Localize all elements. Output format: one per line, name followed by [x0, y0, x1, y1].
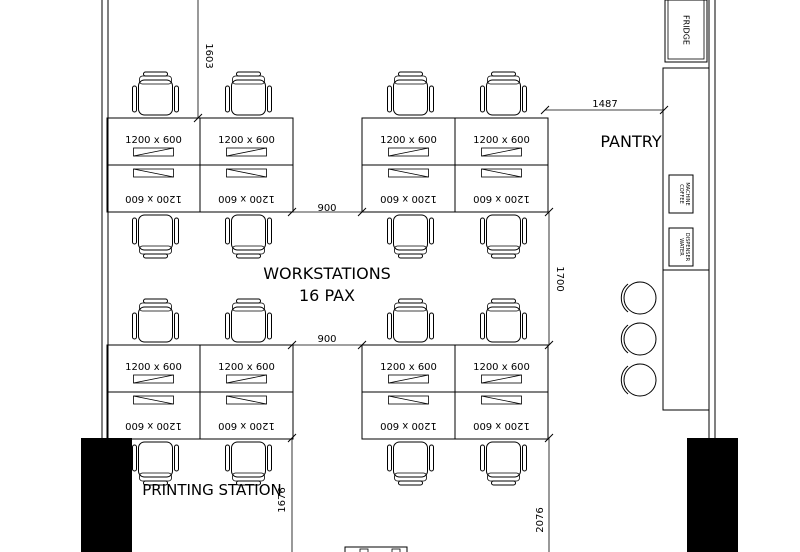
desk-size-label: 1200 x 600 — [380, 420, 437, 431]
column-left — [81, 438, 132, 552]
desk: 1200 x 600 — [454, 117, 549, 166]
workstation-desks: 1200 x 600 1200 x 600 1200 x 600 1200 x 600… — [106, 117, 549, 440]
office-chair — [387, 71, 434, 116]
desk-size-label: 1200 x 600 — [218, 420, 275, 431]
office-chair — [132, 71, 179, 116]
desk: 1200 x 600 — [199, 391, 294, 440]
office-chair — [225, 298, 272, 343]
desk: 1200 x 600 — [454, 391, 549, 440]
office-chair — [387, 441, 434, 486]
office-chair — [387, 214, 434, 259]
desk-size-label: 1200 x 600 — [380, 135, 437, 146]
office-chair — [480, 298, 527, 343]
office-chair — [132, 214, 179, 259]
coffee-machine-label-2: MACHINE — [684, 182, 690, 205]
dimension-900-top: 900 — [317, 203, 336, 214]
desk-size-label: 1200 x 600 — [125, 420, 182, 431]
printer — [344, 546, 408, 552]
office-chair — [225, 71, 272, 116]
dimension-1487: 1487 — [592, 99, 617, 110]
desk: 1200 x 600 — [106, 344, 201, 393]
desk: 1200 x 600 — [199, 164, 294, 213]
coffee-machine-label-1: COFFEE — [678, 184, 684, 204]
walls — [81, 0, 738, 552]
desk: 1200 x 600 — [199, 117, 294, 166]
dimension-1603: 1603 — [203, 43, 214, 68]
desk-size-label: 1200 x 600 — [473, 362, 530, 373]
desk: 1200 x 600 — [106, 117, 201, 166]
desk-size-label: 1200 x 600 — [380, 362, 437, 373]
office-chair — [480, 441, 527, 486]
workstations-label: WORKSTATIONS — [263, 264, 391, 283]
desk: 1200 x 600 — [454, 344, 549, 393]
office-chair — [387, 298, 434, 343]
desk: 1200 x 600 — [106, 391, 201, 440]
printing-station-label: PRINTING STATION — [142, 481, 282, 499]
pantry-label: PANTRY — [600, 132, 661, 151]
desk: 1200 x 600 — [361, 117, 456, 166]
office-chair — [225, 214, 272, 259]
desk-size-label: 1200 x 600 — [473, 193, 530, 204]
office-chair — [132, 441, 179, 486]
desk: 1200 x 600 — [106, 164, 201, 213]
pantry-counter — [662, 67, 710, 411]
dimension-2076: 2076 — [535, 507, 546, 532]
workstation-chairs — [132, 71, 527, 486]
desk-size-label: 1200 x 600 — [473, 420, 530, 431]
coffee-machine: COFFEE MACHINE — [668, 174, 694, 214]
office-chair — [480, 214, 527, 259]
office-chair — [132, 298, 179, 343]
desk-size-label: 1200 x 600 — [218, 362, 275, 373]
desk-size-label: 1200 x 600 — [473, 135, 530, 146]
dimension-900-bottom: 900 — [317, 334, 336, 345]
fridge: FRIDGE — [664, 0, 708, 63]
desk-size-label: 1200 x 600 — [380, 193, 437, 204]
desk-size-label: 1200 x 600 — [218, 135, 275, 146]
desk-size-label: 1200 x 600 — [218, 193, 275, 204]
office-chair — [480, 71, 527, 116]
column-right — [687, 438, 738, 552]
desk: 1200 x 600 — [361, 164, 456, 213]
water-dispenser-label-2: DISPENSER — [684, 233, 690, 262]
fridge-label: FRIDGE — [682, 15, 691, 45]
water-dispenser-label-1: WATER — [678, 238, 684, 256]
dimension-lines — [193, 0, 669, 552]
water-dispenser: WATER DISPENSER — [668, 227, 694, 267]
desk-size-label: 1200 x 600 — [125, 362, 182, 373]
desk: 1200 x 600 — [199, 344, 294, 393]
dimension-1700: 1700 — [554, 266, 565, 291]
desk-size-label: 1200 x 600 — [125, 135, 182, 146]
stools — [620, 281, 657, 397]
dimension-1676: 1676 — [277, 487, 288, 512]
desk: 1200 x 600 — [361, 344, 456, 393]
desk: 1200 x 600 — [361, 391, 456, 440]
office-chair — [225, 441, 272, 486]
desk: 1200 x 600 — [454, 164, 549, 213]
desk-size-label: 1200 x 600 — [125, 193, 182, 204]
pax-label: 16 PAX — [299, 286, 355, 305]
